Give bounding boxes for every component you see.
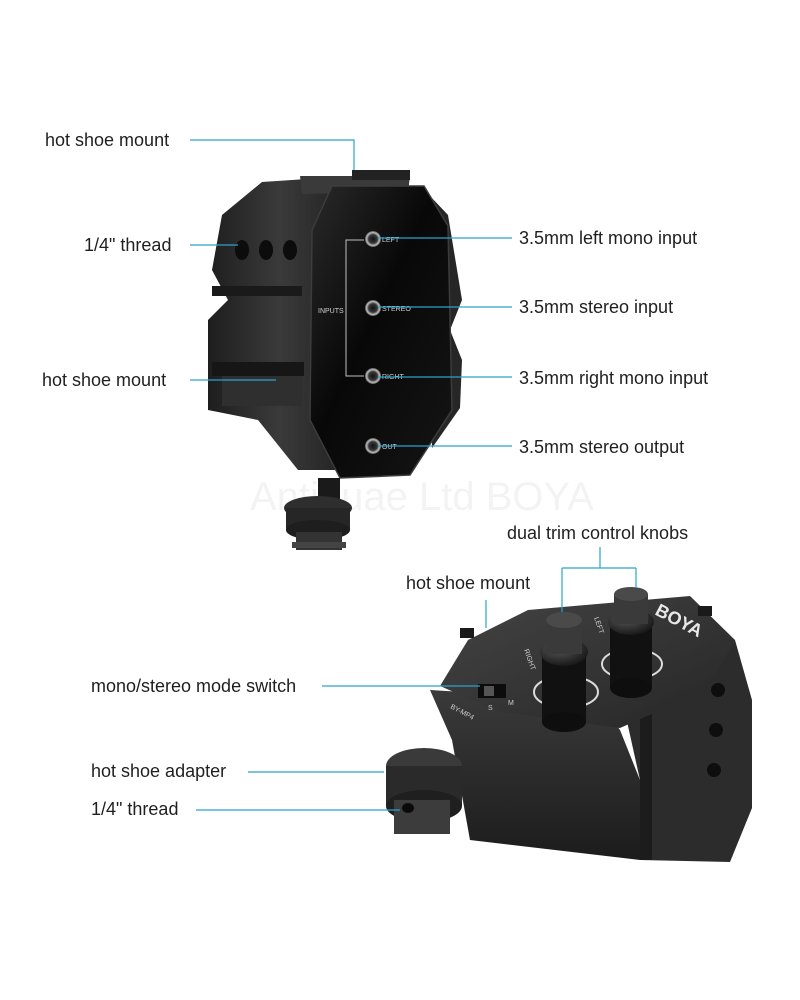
thread-hole-icon <box>259 240 273 260</box>
audio-jack-icon <box>365 368 381 384</box>
inputs-label: INPUTS <box>318 308 344 315</box>
switch-toggle-icon <box>484 686 494 696</box>
audio-jack-icon <box>365 438 381 454</box>
bottom-device-top-surface <box>440 596 735 728</box>
stereo-jack: STEREO <box>365 300 411 316</box>
callout-stereo-input: 3.5mm stereo input <box>519 297 673 317</box>
top-hot-shoe-slot <box>352 170 410 180</box>
mode-switch[interactable]: M S <box>478 684 514 712</box>
callout-dual-trim-knobs: dual trim control knobs <box>507 523 688 543</box>
callout-line <box>190 139 355 170</box>
top-front-panel <box>309 185 453 479</box>
top-side-groove-2 <box>212 362 304 376</box>
knob-base <box>610 678 652 698</box>
stereo-jack-label: STEREO <box>382 306 411 313</box>
top-device: INPUTS LEFT STEREO RIGHT OUT <box>208 170 462 550</box>
callout-hot-shoe-mount-bottom: hot shoe mount <box>406 573 530 593</box>
audio-jack-icon <box>365 300 381 316</box>
inputs-bracket <box>345 239 364 377</box>
bottom-callout-lines <box>196 547 637 811</box>
callout-line <box>561 547 637 612</box>
bottom-device-front-face <box>430 690 640 860</box>
out-jack: OUT <box>365 438 398 454</box>
thread-hole-icon <box>707 763 721 777</box>
knob-cap <box>546 612 582 628</box>
thread-hole-icon <box>283 240 297 260</box>
callout-hot-shoe-adapter: hot shoe adapter <box>91 761 226 781</box>
thread-hole-icon <box>402 803 414 813</box>
callout-left-mono-input: 3.5mm left mono input <box>519 228 697 248</box>
knob-base <box>542 712 586 732</box>
left-jack-label: LEFT <box>382 237 400 244</box>
top-callout-lines <box>190 139 512 447</box>
callout-thread-top: 1/4" thread <box>84 235 171 255</box>
audio-jack-icon <box>365 231 381 247</box>
adapter-shoe <box>394 800 450 834</box>
bottom-rail-groove <box>640 700 652 860</box>
hot-shoe-adapter <box>386 748 462 834</box>
top-side-groove-1 <box>212 286 302 296</box>
callout-hot-shoe-mount-side: hot shoe mount <box>42 370 166 390</box>
out-jack-label: OUT <box>382 444 398 451</box>
thread-hole-icon <box>711 683 725 697</box>
left-jack: LEFT <box>365 231 400 247</box>
callout-stereo-output: 3.5mm stereo output <box>519 437 684 457</box>
callout-thread-bottom: 1/4" thread <box>91 799 178 819</box>
trim-knob-right[interactable] <box>540 612 588 732</box>
thread-hole-icon <box>709 723 723 737</box>
bottom-device: BOYA BY-MP4 RIGHT LEFT M S <box>386 587 752 862</box>
switch-s-label: S <box>488 705 493 712</box>
top-side-rail <box>222 376 302 406</box>
top-hot-shoe-foot <box>284 478 352 550</box>
callout-hot-shoe-mount-top: hot shoe mount <box>45 130 169 150</box>
callout-right-mono-input: 3.5mm right mono input <box>519 368 708 388</box>
switch-m-label: M <box>508 700 514 707</box>
thread-hole-icon <box>235 240 249 260</box>
bottom-hot-shoe-slot <box>698 606 712 616</box>
bottom-hot-shoe-slot <box>460 628 474 638</box>
callout-mode-switch: mono/stereo mode switch <box>91 676 296 696</box>
top-thread-holes <box>235 240 297 260</box>
trim-knob-left[interactable] <box>608 587 654 698</box>
knob-cap <box>614 587 648 601</box>
